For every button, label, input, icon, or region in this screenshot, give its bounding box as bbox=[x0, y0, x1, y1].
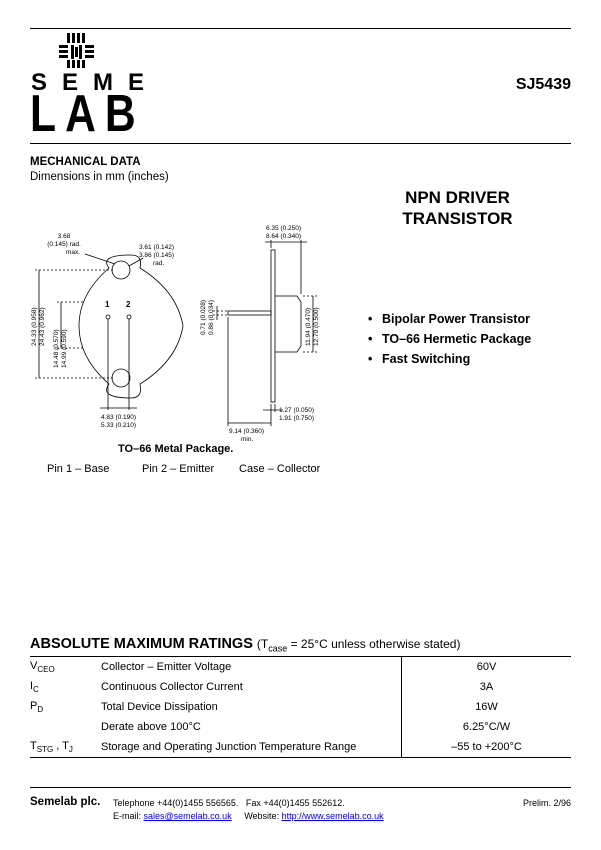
dim-top-hole-a: 3.68 bbox=[58, 233, 71, 240]
logo-lab: LAB bbox=[30, 85, 145, 143]
dim-top-hole-c: max. bbox=[66, 249, 80, 256]
ratings-title: ABSOLUTE MAXIMUM RATINGS (Tcase = 25°C u… bbox=[30, 636, 460, 653]
product-title-line1: NPN DRIVER bbox=[405, 188, 510, 207]
product-title-line2: TRANSISTOR bbox=[402, 209, 513, 228]
ratings-heading: ABSOLUTE MAXIMUM RATINGS bbox=[30, 636, 253, 652]
pin-1-description: Pin 1 – Base bbox=[47, 463, 110, 475]
email-label: E-mail: bbox=[113, 811, 144, 821]
rating-description: Storage and Operating Junction Temperatu… bbox=[101, 737, 402, 758]
dim-length-b: 24.43 (0.962) bbox=[39, 307, 46, 346]
ratings-table: VCEO Collector – Emitter Voltage 60V IC … bbox=[30, 656, 571, 758]
rating-symbol: PD bbox=[30, 699, 44, 715]
dim-height-a: 11.94 (0.470) bbox=[305, 308, 312, 346]
table-row: VCEO Collector – Emitter Voltage 60V bbox=[30, 656, 571, 677]
header-bottom-rule bbox=[30, 143, 571, 144]
fax: Fax +44(0)1455 552612. bbox=[245, 798, 345, 808]
rating-symbol: VCEO bbox=[30, 656, 101, 677]
package-drawing: 3.68 (0.145) rad. max. 3.61 (0.142) 3.86… bbox=[31, 225, 320, 443]
dim-flange-b: 1.91 (0.750) bbox=[279, 415, 314, 422]
semelab-logo-mark bbox=[59, 33, 94, 68]
header-top-rule bbox=[30, 28, 571, 29]
dim-hole-radius-c: rad. bbox=[153, 260, 164, 267]
dim-lead-dia-a: 0.71 (0.028) bbox=[200, 300, 207, 335]
dim-hole-radius-a: 3.61 (0.142) bbox=[139, 244, 174, 251]
dim-length-a: 24.33 (0.958) bbox=[31, 307, 38, 346]
dim-lead-length-b: min. bbox=[241, 436, 253, 443]
pin1-label: 1 bbox=[105, 300, 110, 309]
rating-value: 3A bbox=[401, 677, 571, 697]
rating-value: 16W bbox=[401, 697, 571, 717]
dim-pin-spacing-b: 5.33 (0.210) bbox=[101, 422, 136, 429]
email-link[interactable]: sales@semelab.co.uk bbox=[143, 811, 232, 821]
rating-symbol: IC bbox=[30, 679, 39, 695]
package-caption: TO–66 Metal Package. bbox=[118, 443, 234, 455]
mechanical-data-subtitle: Dimensions in mm (inches) bbox=[30, 171, 169, 183]
ratings-note-sub: case bbox=[268, 643, 288, 654]
telephone: Telephone +44(0)1455 556565. bbox=[113, 798, 239, 808]
dim-height-b: 12.70 (0.500) bbox=[313, 307, 320, 346]
website-link[interactable]: http://www.semelab.co.uk bbox=[281, 811, 384, 821]
feature-item: TO–66 Hermetic Package bbox=[368, 329, 531, 349]
pin-2-description: Pin 2 – Emitter bbox=[142, 463, 215, 475]
ratings-note-post: = 25°C unless otherwise stated) bbox=[287, 637, 461, 651]
website-label: Website: bbox=[244, 811, 282, 821]
dim-side-top-a: 6.35 (0.250) bbox=[266, 225, 301, 232]
footer-rule bbox=[30, 787, 571, 788]
rating-value: 6.25°C/W bbox=[401, 717, 571, 737]
phone-line: Telephone +44(0)1455 556565. Fax +44(0)1… bbox=[113, 797, 384, 810]
company-name: Semelab plc. bbox=[30, 796, 101, 808]
dim-pin-spacing-a: 4.83 (0.190) bbox=[101, 414, 136, 421]
rating-description: Collector – Emitter Voltage bbox=[101, 656, 402, 677]
rating-value: 60V bbox=[401, 656, 571, 677]
ratings-note: (Tcase = 25°C unless otherwise stated) bbox=[256, 637, 461, 654]
web-line: E-mail: sales@semelab.co.uk Website: htt… bbox=[113, 810, 384, 823]
dim-flange-a: 1.27 (0.050) bbox=[279, 407, 314, 414]
feature-item: Fast Switching bbox=[368, 349, 531, 369]
feature-item: Bipolar Power Transistor bbox=[368, 309, 531, 329]
dim-side-top-b: 8.64 (0.340) bbox=[266, 233, 301, 240]
ratings-note-pre: (T bbox=[256, 637, 269, 651]
dim-lead-dia-b: 0.86 (0.034) bbox=[208, 300, 215, 335]
case-description: Case – Collector bbox=[239, 463, 321, 475]
dim-span-b: 14.99 (0.590) bbox=[61, 329, 68, 368]
table-row: PD Total Device Dissipation 16W bbox=[30, 697, 571, 717]
rating-value: –55 to +200°C bbox=[401, 737, 571, 758]
contact-info: Telephone +44(0)1455 556565. Fax +44(0)1… bbox=[113, 797, 384, 823]
pin2-label: 2 bbox=[126, 300, 131, 309]
logo-seme: SEME bbox=[31, 69, 160, 96]
rating-symbol bbox=[30, 717, 101, 737]
rating-symbol: TSTG , TJ bbox=[30, 737, 101, 758]
feature-list: Bipolar Power Transistor TO–66 Hermetic … bbox=[368, 309, 531, 369]
dim-span-a: 14.48 (0.570) bbox=[53, 329, 60, 368]
table-row: TSTG , TJ Storage and Operating Junction… bbox=[30, 737, 571, 758]
dim-top-hole-b: (0.145) rad. bbox=[47, 241, 81, 248]
dim-hole-radius-b: 3.86 (0.145) bbox=[139, 252, 174, 259]
mechanical-data-title: MECHANICAL DATA bbox=[30, 156, 141, 168]
rating-description: Derate above 100°C bbox=[101, 721, 201, 733]
part-number: SJ5439 bbox=[515, 76, 571, 93]
table-row: IC Continuous Collector Current 3A bbox=[30, 677, 571, 697]
dim-lead-length-a: 9.14 (0.360) bbox=[229, 428, 264, 435]
table-row: Derate above 100°C 6.25°C/W bbox=[30, 717, 571, 737]
rating-description: Continuous Collector Current bbox=[101, 681, 243, 693]
revision-label: Prelim. 2/96 bbox=[522, 798, 571, 808]
rating-description: Total Device Dissipation bbox=[101, 701, 218, 713]
